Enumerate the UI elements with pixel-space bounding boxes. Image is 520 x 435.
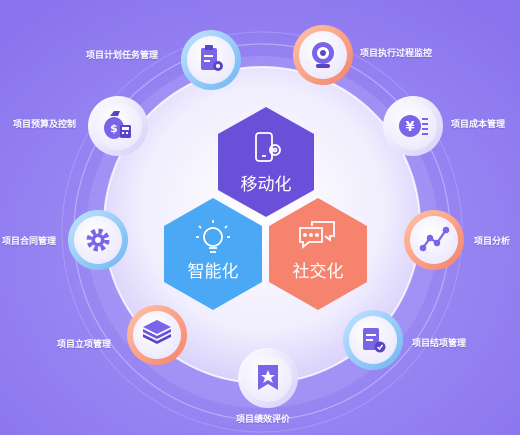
- module-label-plan: 项目计划任务管理: [86, 51, 159, 61]
- gear-icon: [86, 228, 110, 252]
- hex-mobile[interactable]: [218, 107, 314, 217]
- module-label-cost: 项目成本管理: [451, 120, 506, 130]
- module-icon-circle[interactable]: [127, 305, 187, 365]
- module-label-budget: 项目预算及控制: [13, 120, 77, 130]
- hex-social-label: 社交化: [292, 262, 344, 282]
- module-icon-circle[interactable]: [238, 348, 298, 408]
- module-label-closing: 项目结项管理: [412, 339, 467, 349]
- hex-social[interactable]: [269, 198, 367, 310]
- module-label-monitor: 项目执行过程监控: [360, 49, 433, 59]
- hex-smart[interactable]: [164, 198, 262, 310]
- svg-text:¥: ¥: [405, 120, 414, 135]
- module-label-initiation: 项目立项管理: [57, 340, 112, 350]
- module-label-contract: 项目合同管理: [2, 237, 57, 247]
- module-label-analysis: 项目分析: [474, 237, 511, 247]
- hex-mobile-label: 移动化: [240, 175, 292, 195]
- phone-gear-icon: [255, 132, 281, 162]
- lightbulb-icon: [196, 220, 230, 253]
- module-icon-circle[interactable]: [181, 30, 241, 90]
- document-check-icon: [363, 328, 386, 353]
- chat-bubble-icon: [299, 221, 335, 249]
- module-icon-circle[interactable]: ¥: [383, 96, 443, 156]
- module-icon-circle[interactable]: [343, 310, 403, 370]
- center-disc: [104, 67, 420, 383]
- module-label-performance: 项目绩效评价: [236, 415, 291, 425]
- layers-icon: [143, 320, 171, 344]
- hex-smart-label: 智能化: [187, 262, 239, 282]
- yen-coin-icon: ¥: [399, 115, 428, 137]
- module-icon-circle[interactable]: $: [88, 96, 148, 156]
- module-icon-circle[interactable]: [404, 210, 464, 270]
- module-icon-circle[interactable]: [293, 25, 353, 85]
- camera-icon: [312, 42, 334, 68]
- svg-text:$: $: [110, 122, 118, 135]
- clipboard-gear-icon: [201, 45, 223, 71]
- line-chart-icon: [419, 226, 450, 252]
- bookmark-star-icon: [258, 365, 278, 390]
- module-icon-circle[interactable]: [68, 210, 128, 270]
- money-bag-calculator-icon: $: [104, 111, 131, 139]
